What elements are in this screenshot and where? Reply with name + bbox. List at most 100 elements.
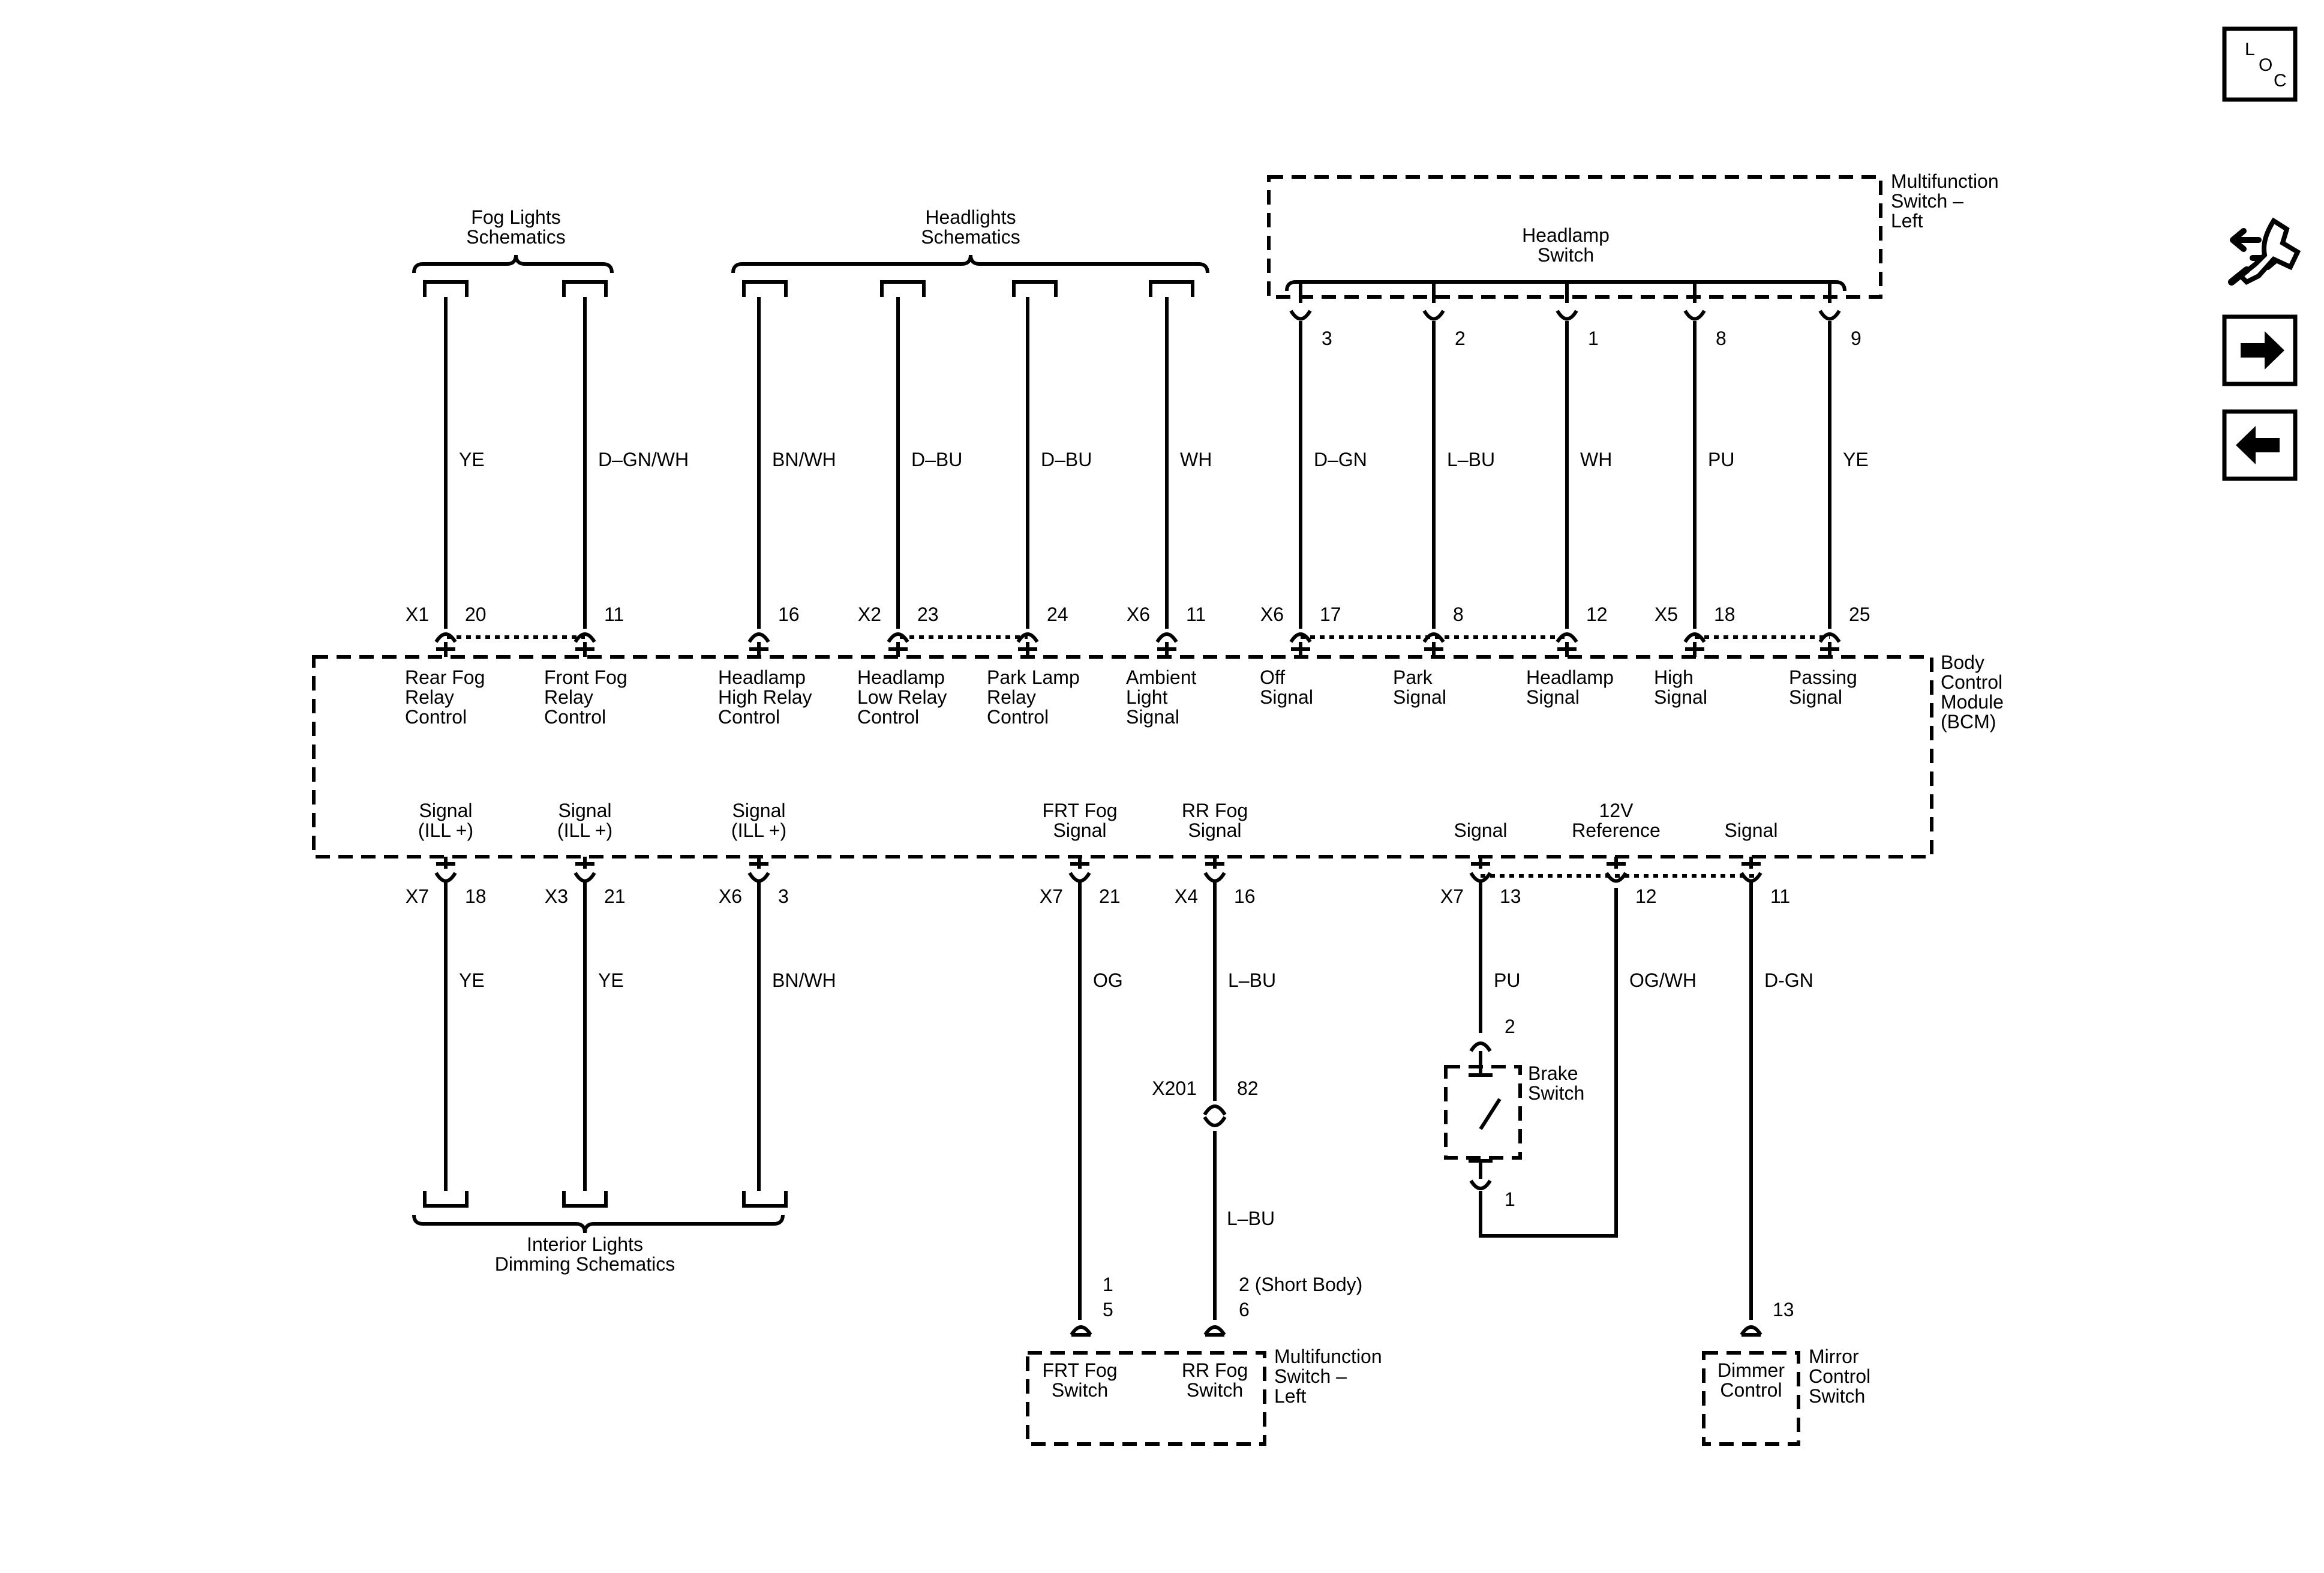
bcm-box (312, 655, 1933, 858)
bcm-output-label: Reference (1572, 819, 1661, 841)
bcm-input-label: Relay (987, 686, 1036, 708)
interior-group-line2: Dimming Schematics (495, 1253, 675, 1275)
bcm-pin-number: 11 (1770, 885, 1790, 907)
arrow-right-shape (2241, 331, 2284, 370)
bcm-terminal-cup (1068, 872, 1091, 883)
switch-terminal-cup (1422, 310, 1445, 321)
bcm-input-label: Signal (1654, 686, 1707, 708)
bcm-terminal-cup (1683, 632, 1706, 643)
x201-lower-cup (1203, 1116, 1227, 1127)
x201-inline-connector: X201 82 L–BU (1152, 1077, 1275, 1229)
bcm-terminal-base (1685, 642, 1704, 657)
headlights-connector-3 (1012, 280, 1058, 297)
brake-pin1-cup (1469, 1179, 1492, 1190)
bcm-input-label: Control (718, 706, 780, 728)
wire-color: L–BU (1447, 449, 1495, 470)
wrench-arrows-icon[interactable] (2228, 217, 2301, 286)
bcm-terminal-base (1471, 857, 1490, 869)
bcm-name-4: (BCM) (1941, 711, 1996, 733)
multifunction-switch-top-box (1267, 175, 1882, 299)
mfs-bottom-name-2: Switch – (1274, 1365, 1347, 1387)
loc-button[interactable]: L O C (2222, 26, 2298, 102)
bcm-output-label: Signal (732, 800, 786, 821)
bcm-terminal-base (888, 642, 908, 657)
bcm-input-label: Control (987, 706, 1049, 728)
bcm-input-label: Signal (1393, 686, 1446, 708)
bcm-terminal-cup (1605, 872, 1628, 883)
bcm-terminal-base (1557, 642, 1577, 657)
headlights-group: Headlights Schematics (731, 206, 1209, 297)
wire-color: D-GN (1764, 969, 1813, 991)
rr-fog-switch-name-1: RR Fog (1182, 1359, 1248, 1381)
bcm-input-label: Ambient (1126, 667, 1197, 688)
bcm-output-label: Signal (1454, 819, 1508, 841)
wire-color: PU (1708, 449, 1734, 470)
switch-terminal-cup (1818, 310, 1841, 321)
bcm-pin-number: 17 (1320, 604, 1341, 625)
fog-connector-2 (562, 280, 608, 297)
bcm-terminal-cup (1422, 632, 1445, 643)
dimmer-control-name-2: Control (1720, 1379, 1782, 1401)
mirror-name-3: Switch (1809, 1385, 1865, 1407)
bcm-output-label: Signal (559, 800, 612, 821)
bcm-terminal-base (1820, 642, 1839, 657)
bcm-terminal-base (436, 642, 455, 657)
bcm-terminal-base (1424, 642, 1443, 657)
multifunction-switch-bottom-box (1026, 1351, 1266, 1446)
switch-terminal-cup (1556, 310, 1578, 321)
mfs-bottom-name-1: Multifunction (1274, 1346, 1382, 1367)
connector-id: X7 (406, 885, 429, 907)
arrow-left-shape (2236, 426, 2280, 464)
mirror-switch-box (1702, 1351, 1800, 1446)
wire-color: YE (598, 969, 624, 991)
fog-lights-group: Fog Lights Schematics (412, 206, 614, 297)
connector-id: X1 (406, 604, 429, 625)
bcm-terminal-cup (1289, 632, 1312, 643)
connector-id: X3 (545, 885, 568, 907)
arrow-right-icon[interactable] (2222, 314, 2298, 386)
interior-connector-3 (742, 1191, 788, 1208)
brake-switch-pin-top: 2 (1505, 1016, 1515, 1037)
bcm-name-2: Control (1941, 671, 2002, 693)
bcm-output-label: FRT Fog (1042, 800, 1117, 821)
connector-id: X7 (1440, 885, 1464, 907)
switch-pin-number: 1 (1588, 328, 1599, 349)
brake-switch-name-2: Switch (1528, 1082, 1584, 1104)
mfs-bottom-name-3: Left (1274, 1385, 1306, 1407)
mirror-pin: 13 (1773, 1299, 1794, 1320)
headlamp-switch-label-2: Switch (1538, 244, 1594, 266)
bcm-name-3: Module (1941, 691, 2004, 713)
bcm-input-label: Control (857, 706, 919, 728)
bcm-pin-number: 8 (1453, 604, 1464, 625)
arrow-left-icon[interactable] (2222, 409, 2298, 481)
bcm-pin-number: 20 (465, 604, 487, 625)
switch-terminal-cup (1289, 310, 1312, 321)
brake-return-wire (1479, 888, 1618, 1238)
bcm-terminal-base (1291, 642, 1310, 657)
bcm-input-label: Rear Fog (405, 667, 485, 688)
bcm-terminal-cup (1818, 632, 1841, 643)
bcm-terminal-base (1070, 857, 1089, 869)
bcm-terminal-cup (747, 632, 770, 643)
bcm-input-label: Signal (1526, 686, 1580, 708)
bcm-terminal-cup (1203, 872, 1226, 883)
frt-fog-switch-name-1: FRT Fog (1042, 1359, 1117, 1381)
mfs-top-name-3: Left (1891, 210, 1923, 232)
bcm-input-label: Low Relay (857, 686, 947, 708)
bcm-terminal-base (1607, 857, 1626, 869)
wire-color: YE (459, 969, 485, 991)
x201-connector-id: X201 (1152, 1077, 1197, 1099)
wire-color: D–GN/WH (598, 449, 689, 470)
bcm-terminal-base (575, 857, 594, 869)
loc-letter-o: O (2259, 55, 2272, 75)
bcm-module: Body Control Module (BCM) (312, 652, 2004, 858)
headlights-group-line1: Headlights (925, 206, 1016, 228)
